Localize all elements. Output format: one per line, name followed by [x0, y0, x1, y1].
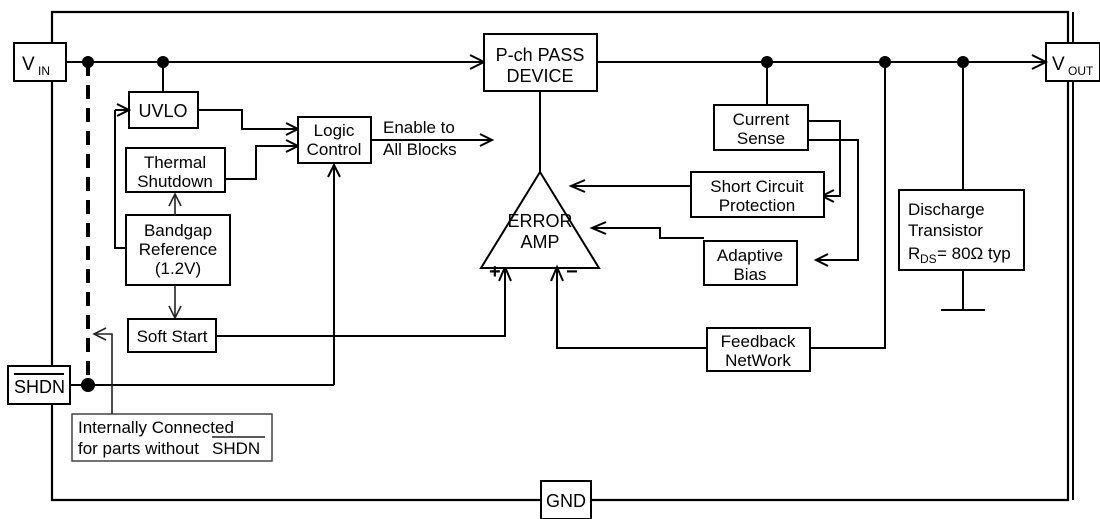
- wire-uvlo-to-logic: [198, 109, 298, 130]
- junction-dot-shdn: [81, 378, 95, 392]
- block-adaptive-bias: [703, 240, 798, 286]
- arrow-into-uvlo: [115, 103, 132, 117]
- scp-line1: Short Circuit: [710, 177, 804, 196]
- thermal-line1: Thermal: [144, 153, 206, 172]
- block-discharge-transistor: [898, 189, 1025, 271]
- feedback-line2: NetWork: [725, 351, 791, 370]
- wire-bandgap-to-uvlo: [114, 110, 126, 249]
- bandgap-line2: Reference: [139, 240, 217, 259]
- block-soft-start: [127, 318, 217, 353]
- feedback-line1: Feedback: [721, 332, 796, 351]
- port-shdn-label: SHDN: [14, 377, 65, 397]
- note-line1: Internally Connected: [78, 418, 234, 437]
- arrow-note-head: [92, 327, 107, 341]
- block-thermal-shutdown: [125, 147, 226, 193]
- wire-softstart-to-erroramp-plus: [216, 269, 506, 337]
- port-gnd-label: GND: [546, 491, 586, 511]
- enable-line2: All Blocks: [383, 140, 457, 159]
- block-logic-control: [297, 116, 372, 164]
- block-error-amp: [479, 170, 601, 269]
- note-line2-pre: for parts without: [78, 439, 199, 458]
- wire-adaptive-to-erroramp: [594, 227, 704, 239]
- adaptive-line2: Bias: [733, 265, 766, 284]
- block-bandgap: [125, 214, 231, 286]
- thermal-line2: Shutdown: [137, 172, 213, 191]
- chip-boundary: [50, 10, 1070, 502]
- port-gnd-box: [540, 480, 592, 519]
- port-vout-label: V: [1052, 54, 1065, 75]
- discharge-line3-post: = 80Ω typ: [937, 244, 1011, 263]
- bandgap-line3: (1.2V): [155, 259, 201, 278]
- wire-feedback-to-erroramp-minus: [556, 269, 707, 349]
- error-amp-line1: ERROR: [507, 211, 572, 231]
- arrow-bandgap-thermal-head: [168, 192, 182, 207]
- wire-vout-to-feedback: [810, 62, 886, 349]
- pass-device-line1: P-ch PASS: [496, 45, 585, 65]
- arrow-adaptive-erroramp-head: [589, 221, 607, 235]
- uvlo-label: UVLO: [138, 101, 187, 121]
- current-sense-line2: Sense: [737, 129, 785, 148]
- port-vout-sub: OUT: [1068, 64, 1094, 78]
- arrow-enable-head: [479, 133, 495, 147]
- logic-line2: Control: [307, 140, 362, 159]
- wire-vin-rail: [51, 12, 484, 63]
- block-current-sense: [713, 104, 809, 151]
- bandgap-line1: Bandgap: [144, 221, 212, 240]
- arrow-shdn-logic-head: [327, 162, 341, 178]
- logic-line1: Logic: [314, 121, 355, 140]
- adaptive-line1: Adaptive: [717, 246, 783, 265]
- scp-line2: Protection: [719, 196, 796, 215]
- wire-cs-to-scp: [808, 120, 841, 197]
- discharge-line2: Transistor: [908, 221, 983, 240]
- arrow-scp-erroramp-head: [568, 179, 586, 193]
- wire-note-to-dashed: [96, 333, 113, 414]
- block-uvlo: [128, 91, 199, 129]
- junction-dot-vin-dashed: [82, 56, 94, 68]
- port-vin-label: V: [22, 54, 35, 75]
- enable-line1: Enable to: [383, 118, 455, 137]
- error-amp-minus: −: [566, 261, 578, 283]
- discharge-line1: Discharge: [908, 200, 985, 219]
- port-vin-sub: IN: [38, 64, 50, 78]
- wire-cs-to-adaptive: [808, 139, 859, 261]
- junction-dot-vin-uvlo: [157, 56, 169, 68]
- discharge-line3-pre: R: [908, 244, 920, 263]
- soft-start-label: Soft Start: [137, 327, 208, 346]
- error-amp-line2: AMP: [520, 232, 559, 252]
- note-line2-shdn: SHDN: [212, 439, 260, 458]
- pass-device-line2: DEVICE: [506, 66, 573, 86]
- block-short-circuit-protection: [690, 171, 825, 218]
- arrow-erroramp-minus-head: [550, 264, 564, 282]
- error-amp-plus: +: [489, 261, 501, 283]
- block-feedback-network: [706, 327, 811, 372]
- arrow-rail-to-vout: [1031, 54, 1049, 70]
- wire-thermal-to-logic: [225, 145, 298, 180]
- port-vin-box: [13, 42, 67, 82]
- current-sense-line1: Current: [733, 110, 790, 129]
- discharge-line3-sub: DS: [920, 252, 937, 266]
- arrow-adaptive-head: [813, 253, 829, 267]
